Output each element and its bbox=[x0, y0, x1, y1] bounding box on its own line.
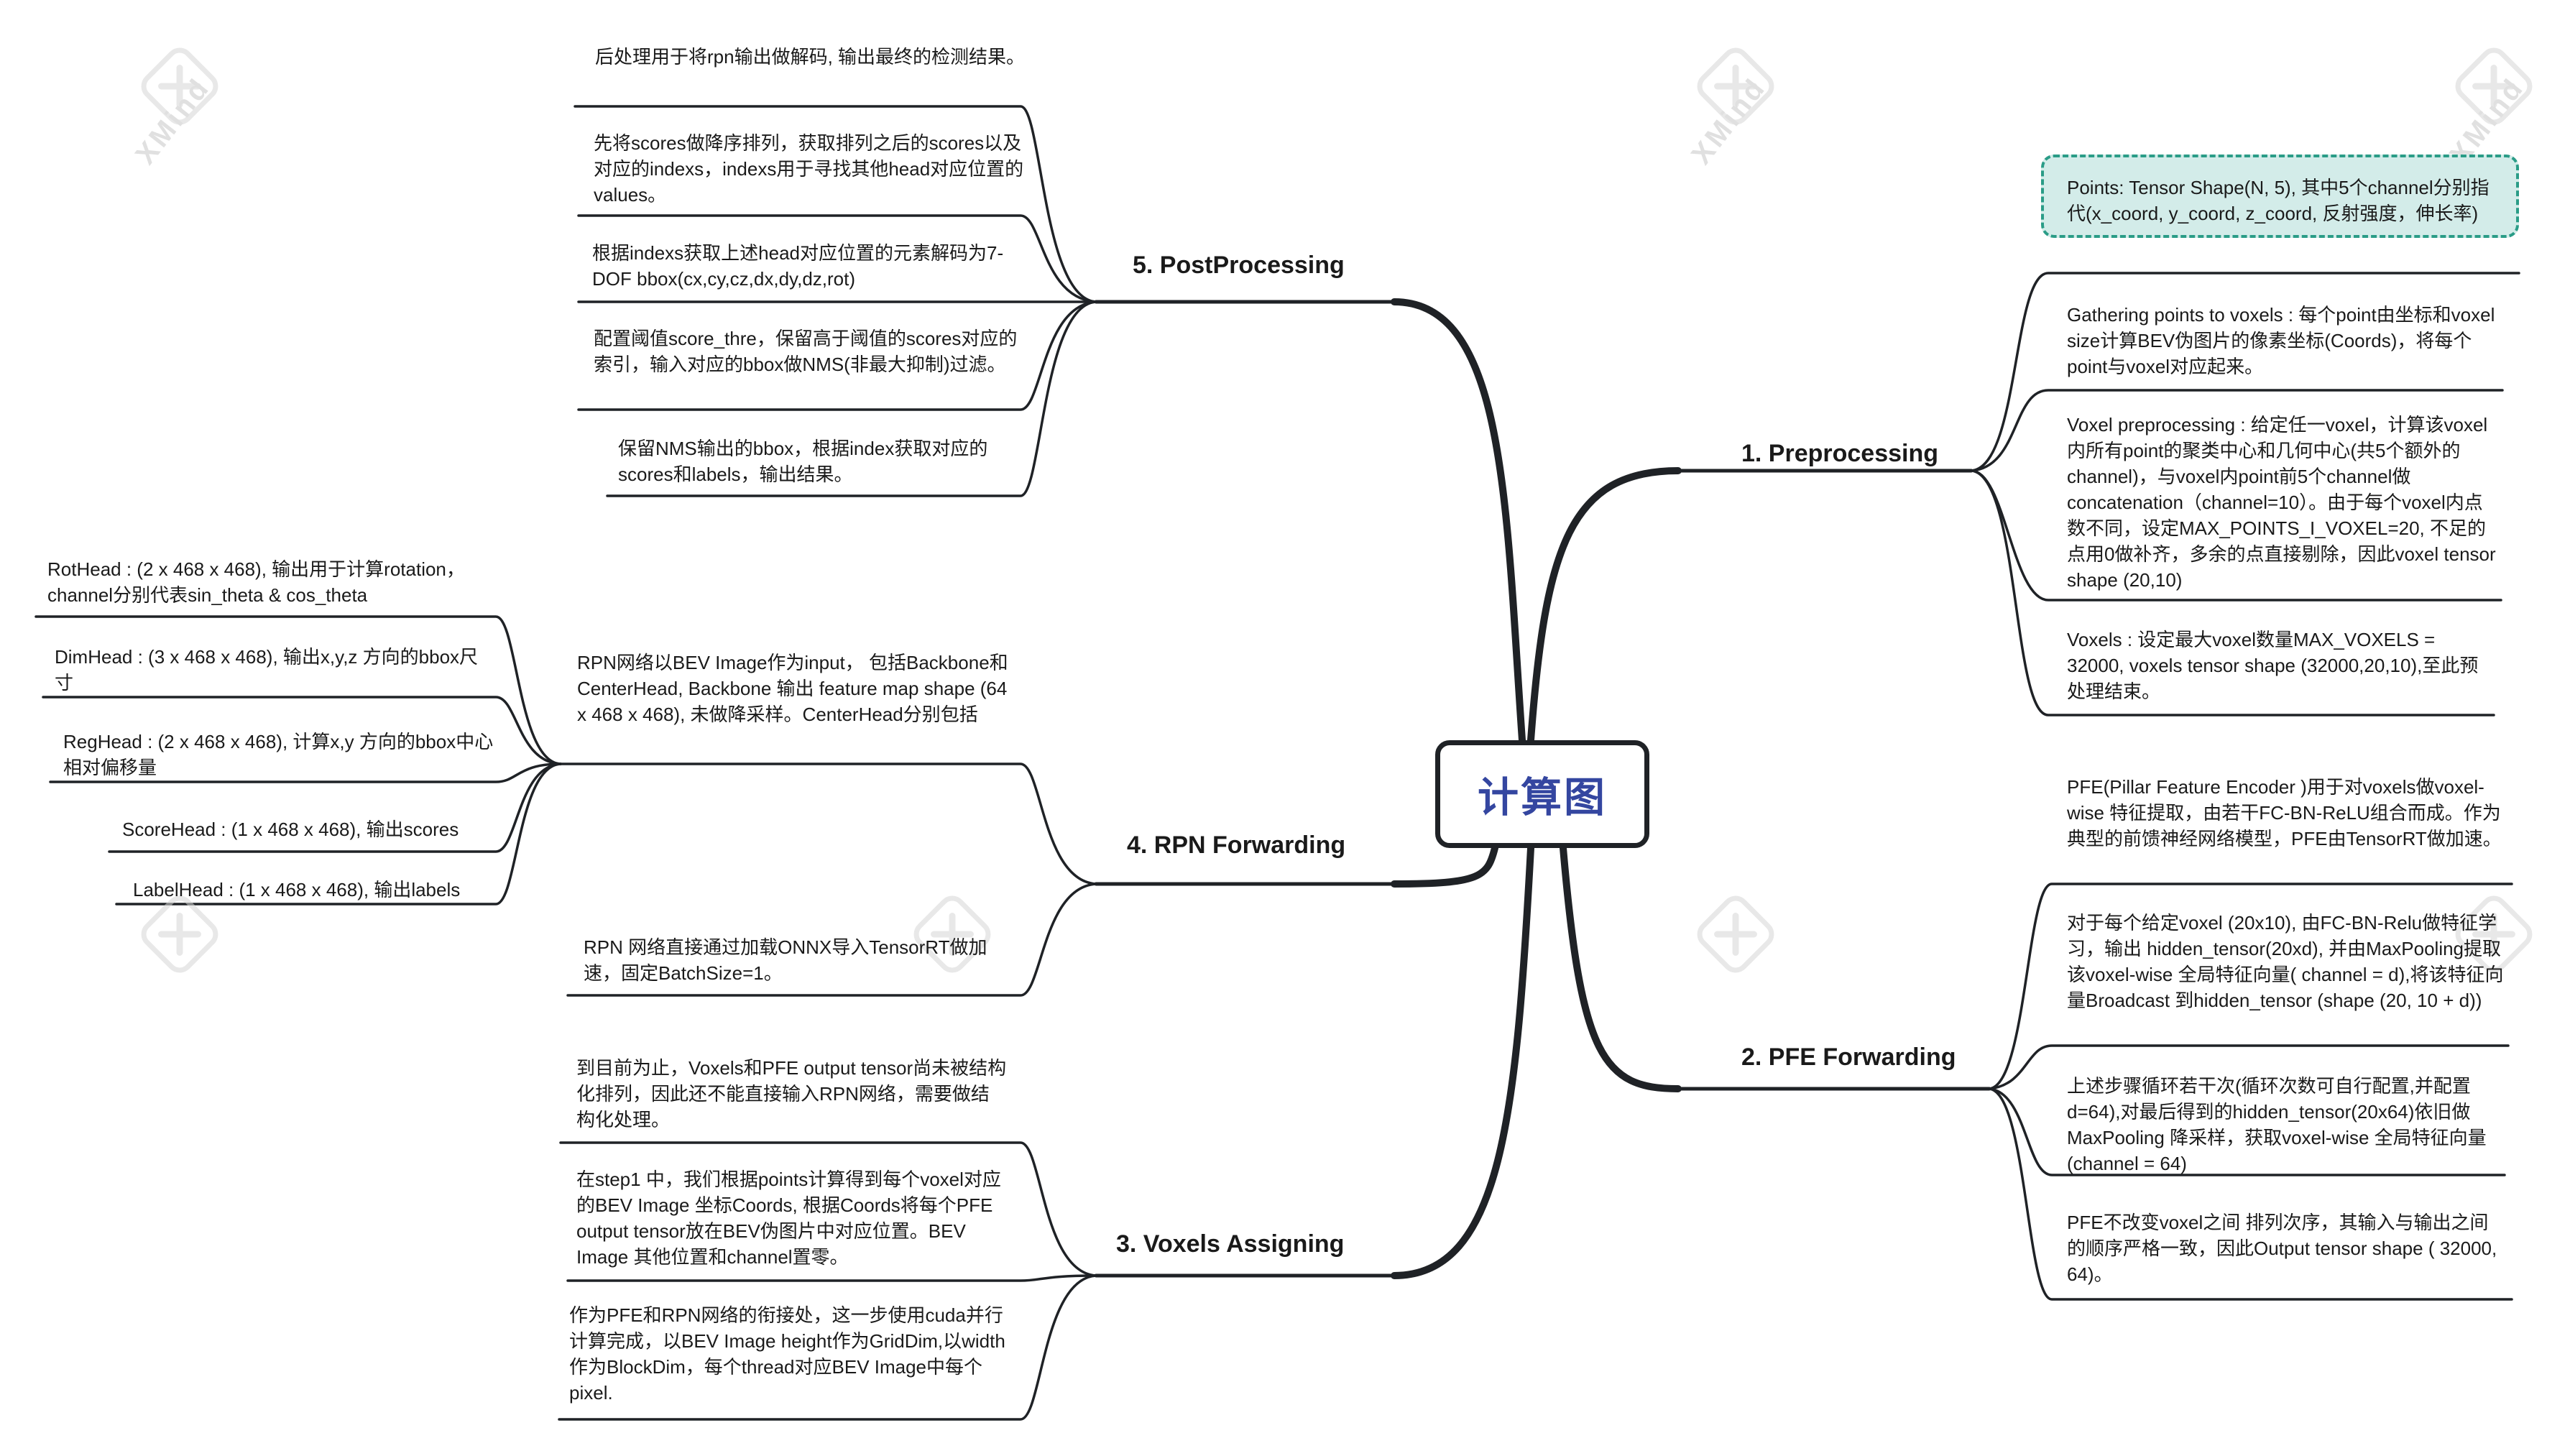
leaf-va-status[interactable]: 到目前为止，Voxels和PFE output tensor尚未被结构化排列，因… bbox=[576, 1057, 1007, 1130]
leaf-pp-nms[interactable]: 配置阈值score_thre，保留高于阈值的scores对应的索引，输入对应的b… bbox=[594, 328, 1018, 375]
xmind-logo-icon bbox=[141, 47, 218, 125]
leaf-gathering-points[interactable]: Gathering points to voxels : 每个point由坐标和… bbox=[2067, 304, 2495, 377]
xmind-watermark: XMind bbox=[129, 43, 244, 170]
leaf-rothead[interactable]: RotHead : (2 x 468 x 468), 输出用于计算rotatio… bbox=[47, 558, 465, 606]
leaf-voxel-preprocessing[interactable]: Voxel preprocessing : 给定任一voxel，计算该voxel… bbox=[2067, 414, 2496, 591]
xmind-logo-icon bbox=[2455, 895, 2533, 973]
xmind-watermark: XMind bbox=[2444, 43, 2559, 170]
leaf-points-tensor[interactable]: Points: Tensor Shape(N, 5), 其中5个channel分… bbox=[2041, 155, 2519, 238]
leaf-pp-decode[interactable]: 后处理用于将rpn输出做解码, 输出最终的检测结果。 bbox=[595, 46, 1026, 68]
central-topic-label: 计算图 bbox=[1478, 775, 1607, 821]
leaf-pp-output[interactable]: 保留NMS输出的bbox，根据index获取对应的scores和labels，输… bbox=[618, 438, 988, 485]
leaf-rpn-onnx[interactable]: RPN 网络直接通过加载ONNX导入TensorRT做加速，固定BatchSiz… bbox=[584, 936, 987, 984]
central-topic[interactable]: 计算图 bbox=[1435, 740, 1649, 848]
branch-preprocessing[interactable]: 1. Preprocessing bbox=[1741, 440, 1939, 467]
xmind-logo-icon bbox=[1697, 47, 1774, 125]
leaf-reghead[interactable]: RegHead : (2 x 468 x 468), 计算x,y 方向的bbox… bbox=[63, 731, 494, 778]
leaf-pp-bbox[interactable]: 根据indexs获取上述head对应位置的元素解码为7-DOF bbox(cx,… bbox=[592, 242, 1004, 290]
leaf-dimhead[interactable]: DimHead : (3 x 468 x 468), 输出x,y,z 方向的bb… bbox=[55, 646, 479, 694]
xmind-watermark bbox=[137, 891, 244, 1013]
leaf-scorehead[interactable]: ScoreHead : (1 x 468 x 468), 输出scores bbox=[122, 819, 459, 840]
branch-postprocessing[interactable]: 5. PostProcessing bbox=[1133, 252, 1345, 279]
branch-rpn-forwarding[interactable]: 4. RPN Forwarding bbox=[1127, 831, 1346, 859]
leaf-pfe-order[interactable]: PFE不改变voxel之间 排列次序，其输入与输出之间的顺序严格一致，因此Out… bbox=[2067, 1212, 2497, 1285]
leaf-labelhead[interactable]: LabelHead : (1 x 468 x 468), 输出labels bbox=[133, 879, 461, 900]
leaf-pfe-intro[interactable]: PFE(Pillar Feature Encoder )用于对voxels做vo… bbox=[2067, 776, 2502, 849]
xmind-watermark bbox=[1692, 891, 1800, 1013]
leaf-voxels-max[interactable]: Voxels : 设定最大voxel数量MAX_VOXELS = 32000, … bbox=[2067, 629, 2479, 702]
xmind-watermark: XMind bbox=[1685, 43, 1800, 170]
branch-voxels-assigning[interactable]: 3. Voxels Assigning bbox=[1116, 1230, 1345, 1258]
branch-pfe-forwarding[interactable]: 2. PFE Forwarding bbox=[1741, 1043, 1956, 1071]
leaf-pp-sort[interactable]: 先将scores做降序排列，获取排列之后的scores以及对应的indexs，i… bbox=[594, 132, 1024, 206]
xmind-logo-icon bbox=[2455, 47, 2533, 125]
xmind-watermark bbox=[2451, 891, 2559, 1013]
leaf-rpn-backbone[interactable]: RPN网络以BEV Image作为input， 包括Backbone和Cente… bbox=[577, 652, 1008, 725]
xmind-watermark bbox=[909, 891, 1017, 1013]
leaf-pfe-feature-learning[interactable]: 对于每个给定voxel (20x10), 由FC-BN-Relu做特征学习，输出… bbox=[2067, 912, 2504, 1011]
leaf-va-coords[interactable]: 在step1 中，我们根据points计算得到每个voxel对应的BEV Ima… bbox=[576, 1169, 1001, 1268]
xmind-logo-icon bbox=[1697, 895, 1774, 973]
xmind-logo-icon bbox=[141, 895, 218, 973]
xmind-logo-icon bbox=[913, 895, 991, 973]
leaf-va-cuda[interactable]: 作为PFE和RPN网络的衔接处，这一步使用cuda并行计算完成，以BEV Ima… bbox=[569, 1304, 1005, 1404]
leaf-pfe-loop[interactable]: 上述步骤循环若干次(循环次数可自行配置,并配置d=64),对最后得到的hidde… bbox=[2067, 1075, 2487, 1174]
